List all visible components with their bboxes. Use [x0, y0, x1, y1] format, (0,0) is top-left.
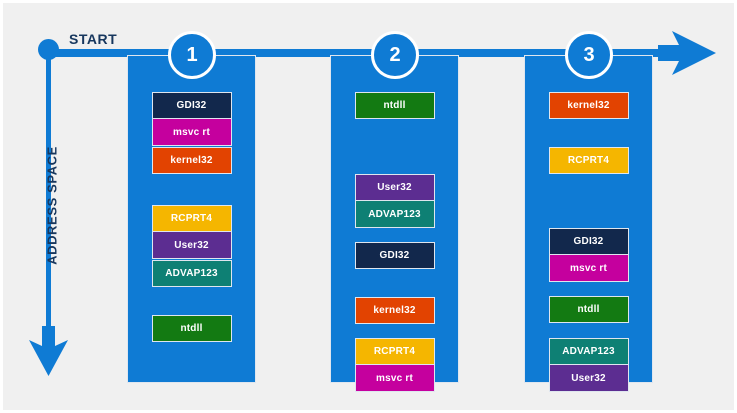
module-box[interactable]: GDI32: [354, 242, 435, 269]
module-box[interactable]: GDI32: [548, 228, 629, 255]
module-box[interactable]: ntdll: [151, 315, 232, 342]
module-group: kernel32: [548, 92, 629, 119]
module-box[interactable]: RCPRT4: [151, 205, 232, 232]
phase-badge-2[interactable]: 2: [371, 31, 419, 79]
module-box[interactable]: msvc rt: [151, 119, 232, 146]
module-group: ntdll: [548, 296, 629, 323]
module-box[interactable]: kernel32: [151, 147, 232, 174]
phase-badge-3[interactable]: 3: [565, 31, 613, 79]
module-box[interactable]: ADVAP123: [548, 338, 629, 365]
module-box[interactable]: kernel32: [354, 297, 435, 324]
module-box[interactable]: RCPRT4: [354, 338, 435, 365]
address-space-label: ADDRESS SPACE: [44, 146, 60, 265]
module-group: RCPRT4: [548, 147, 629, 174]
arrow-right-icon: [658, 31, 716, 75]
module-box[interactable]: User32: [151, 232, 232, 259]
module-box[interactable]: msvc rt: [354, 365, 435, 392]
module-box[interactable]: ntdll: [548, 296, 629, 323]
module-box[interactable]: ADVAP123: [151, 260, 232, 287]
module-group: GDI32: [354, 242, 435, 269]
address-space-axis-line: [46, 49, 51, 331]
module-box[interactable]: msvc rt: [548, 255, 629, 282]
module-group: ntdll: [151, 315, 232, 342]
timeline-bar: [49, 49, 663, 57]
phase-badge-1[interactable]: 1: [168, 31, 216, 79]
module-group: kernel32: [151, 147, 232, 174]
module-box[interactable]: User32: [548, 365, 629, 392]
arrow-down-icon: [28, 326, 69, 376]
module-box[interactable]: GDI32: [151, 92, 232, 119]
module-box[interactable]: User32: [354, 174, 435, 201]
module-box[interactable]: kernel32: [548, 92, 629, 119]
module-box[interactable]: RCPRT4: [548, 147, 629, 174]
module-box[interactable]: ADVAP123: [354, 201, 435, 228]
start-label: START: [69, 31, 118, 47]
module-group: kernel32: [354, 297, 435, 324]
module-group: ADVAP123: [151, 260, 232, 287]
module-box[interactable]: ntdll: [354, 92, 435, 119]
module-group: ntdll: [354, 92, 435, 119]
